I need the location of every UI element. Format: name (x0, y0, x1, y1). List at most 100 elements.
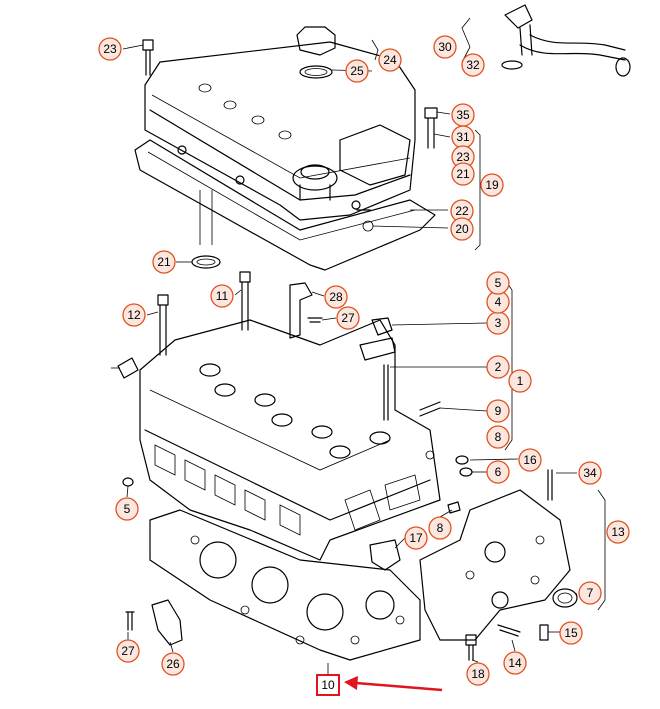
callout-20: 20 (450, 217, 474, 241)
callout-circle (450, 217, 474, 241)
callout-circle (578, 581, 602, 605)
callout-circle (578, 461, 602, 485)
callout-1: 1 (508, 369, 532, 393)
callout-label: 16 (523, 453, 537, 467)
callout-circle (486, 425, 510, 449)
callout-19: 19 (480, 173, 504, 197)
callout-18: 18 (466, 662, 490, 686)
callout-27: 27 (116, 639, 140, 663)
callout-24: 24 (378, 48, 402, 72)
callout-label: 26 (166, 657, 180, 671)
callout-label: 17 (409, 531, 423, 545)
callout-label: 7 (587, 586, 594, 600)
highlight-arrow (344, 676, 443, 692)
callout-label: 14 (508, 656, 522, 670)
callout-circle (98, 37, 122, 61)
callout-label: 18 (471, 667, 485, 681)
callout-28: 28 (324, 285, 348, 309)
callout-17: 17 (404, 526, 428, 550)
shaft-seal (552, 588, 578, 608)
callout-circle (122, 303, 146, 327)
callout-circle (508, 369, 532, 393)
callout-22: 22 (450, 199, 474, 223)
callout-circle (428, 516, 452, 540)
callout-23: 23 (98, 37, 122, 61)
callout-circle (451, 162, 475, 186)
callout-25: 25 (345, 59, 369, 83)
callout-circle (518, 448, 542, 472)
callout-circle (116, 639, 140, 663)
callout-21: 21 (451, 162, 475, 186)
callout-2: 2 (486, 355, 510, 379)
callout-circle (606, 520, 630, 544)
callout-label: 5 (495, 276, 502, 290)
callout-label: 35 (456, 108, 470, 122)
breather-hose (501, 4, 631, 77)
oval-gasket (369, 539, 401, 571)
head-bolts (117, 271, 251, 487)
callout-8: 8 (428, 516, 452, 540)
callout-circle (152, 250, 176, 274)
callout-circle (324, 285, 348, 309)
callout-11: 11 (210, 284, 234, 308)
callout-label: 3 (495, 316, 502, 330)
callout-label: 24 (383, 53, 397, 67)
stud (547, 469, 553, 501)
valve-cover-gasket (134, 139, 436, 271)
o-ring-small (459, 467, 473, 477)
callout-label: 28 (329, 290, 343, 304)
callout-8: 8 (486, 425, 510, 449)
callout-circle (486, 355, 510, 379)
oil-filler-cap (296, 26, 336, 79)
callout-4: 4 (486, 290, 510, 314)
callout-35: 35 (451, 103, 475, 127)
callout-circle (404, 526, 428, 550)
o-ring (455, 455, 469, 465)
head-gasket (149, 509, 421, 661)
callout-label: 1 (517, 374, 524, 388)
callout-label: 21 (157, 255, 171, 269)
callout-16: 16 (518, 448, 542, 472)
callout-10-highlighted: 10 (316, 674, 340, 696)
callout-label: 30 (438, 40, 452, 54)
callout-circle (210, 284, 234, 308)
callout-label: 9 (495, 404, 502, 418)
callout-circle (486, 271, 510, 295)
callout-27: 27 (336, 306, 360, 330)
callout-label: 22 (455, 204, 469, 218)
callout-circle (486, 460, 510, 484)
callout-label: 4 (495, 295, 502, 309)
callout-label: 11 (216, 289, 229, 303)
callout-32: 32 (461, 53, 485, 77)
callout-15: 15 (559, 621, 583, 645)
callout-7: 7 (578, 581, 602, 605)
callout-26: 26 (161, 652, 185, 676)
callout-circle (433, 35, 457, 59)
callout-label: 5 (124, 502, 131, 516)
callout-13: 13 (606, 520, 630, 544)
callout-circle (115, 497, 139, 521)
callout-label: 27 (121, 644, 135, 658)
timing-cover (419, 489, 571, 641)
callout-14: 14 (503, 651, 527, 675)
dowel-pin (447, 501, 461, 514)
callout-circle (345, 59, 369, 83)
callout-5: 5 (115, 497, 139, 521)
callout-21: 21 (152, 250, 176, 274)
valve-cover (144, 41, 416, 221)
callout-label: 27 (341, 311, 355, 325)
callout-label: 15 (564, 626, 578, 640)
callout-circle (461, 53, 485, 77)
callout-label: 2 (495, 360, 502, 374)
callout-circle (336, 306, 360, 330)
cover-bolts-bottom (465, 624, 549, 661)
leader-lines (111, 17, 606, 675)
callout-circle (378, 48, 402, 72)
callout-circle (503, 651, 527, 675)
callout-label: 6 (495, 465, 502, 479)
callout-label: 12 (127, 308, 141, 322)
callout-5: 5 (486, 271, 510, 295)
callout-label: 23 (456, 150, 470, 164)
